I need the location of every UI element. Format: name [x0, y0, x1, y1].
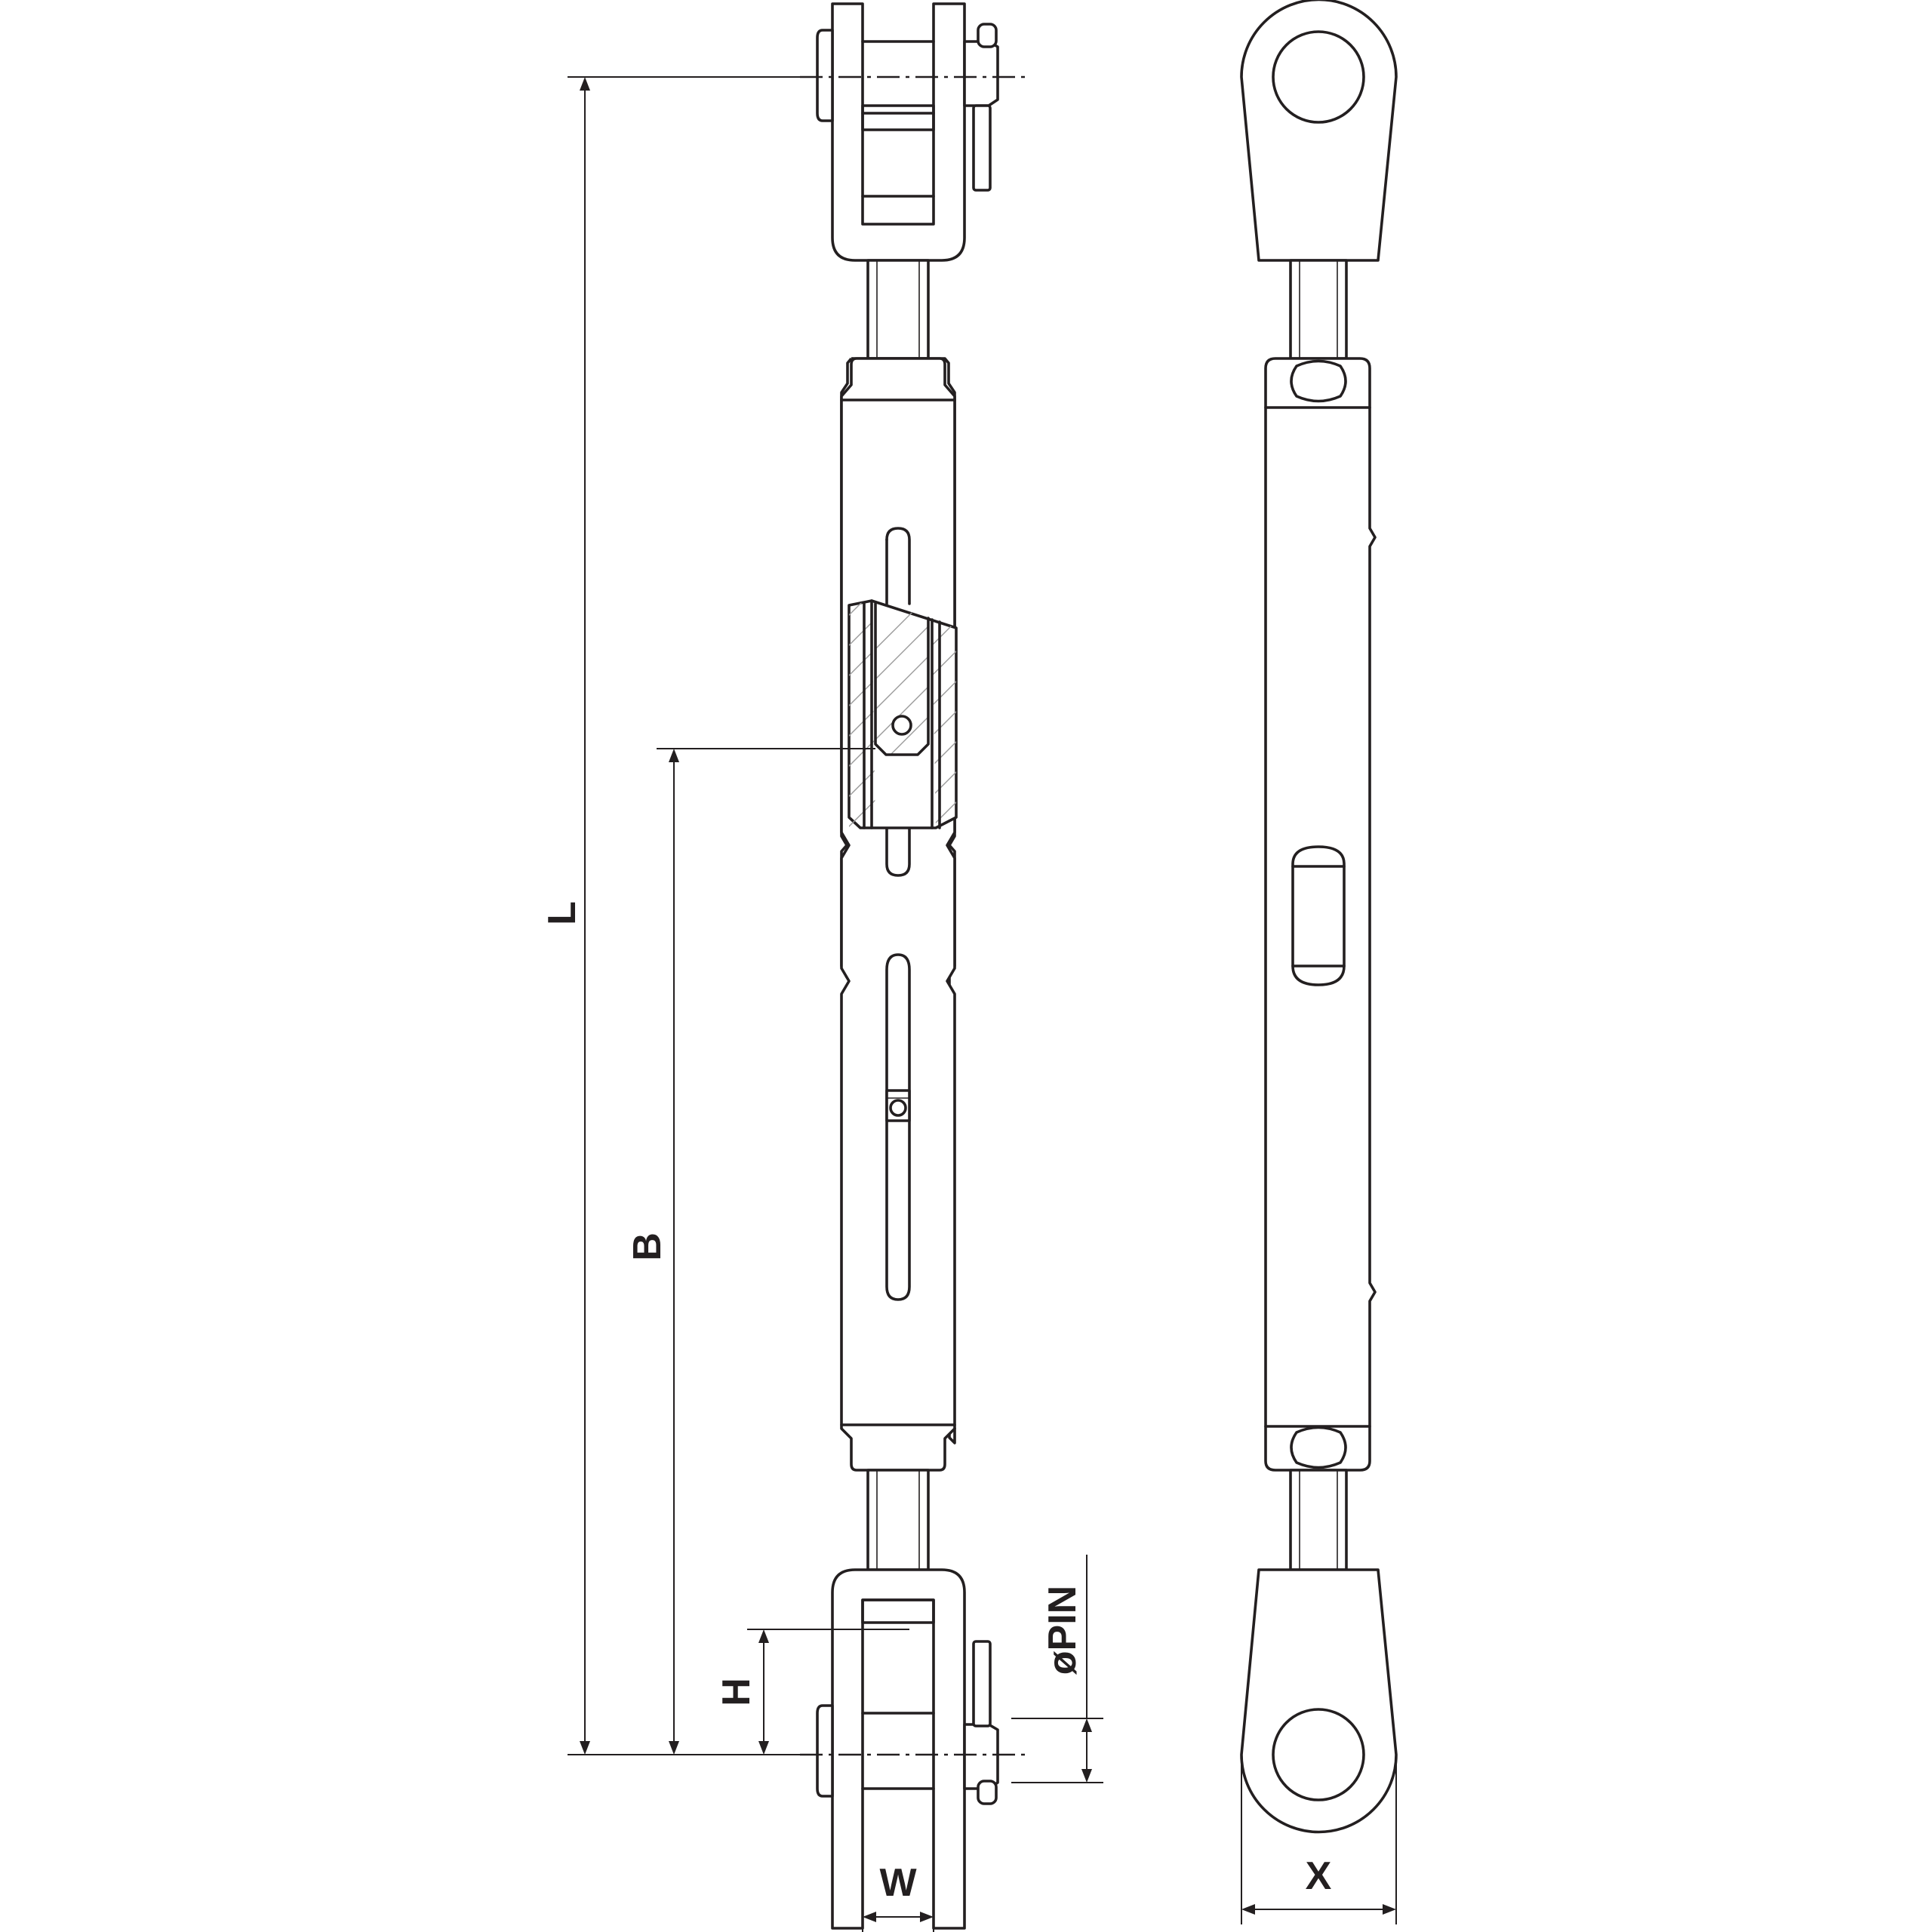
- dimension-B: [657, 748, 875, 1755]
- top-fork-jaw: [816, 2, 999, 262]
- dimension-W: [862, 1789, 934, 1932]
- bottom-threaded-rod: [866, 1469, 930, 1571]
- turnbuckle-side-view: [1240, 0, 1398, 1834]
- dimension-X-label: X: [1306, 1854, 1332, 1898]
- dimension-B-label: B: [626, 1232, 669, 1261]
- bottom-pin-end: [963, 1723, 999, 1790]
- top-pin-head: [816, 29, 834, 122]
- bottom-fork-jaw: [816, 1568, 999, 1930]
- top-threaded-rod: [866, 259, 930, 360]
- top-pin-end: [963, 40, 999, 107]
- dimension-PIN: [1011, 1555, 1103, 1783]
- dimension-W-label: W: [879, 1861, 917, 1905]
- dimension-L-label: L: [540, 901, 584, 925]
- upper-slot: [885, 527, 911, 605]
- dimension-L: [568, 76, 800, 1755]
- dimension-PIN-label: øPIN: [1041, 1586, 1084, 1675]
- turnbuckle-front-view: [800, 2, 1026, 1930]
- dimension-H: [747, 1629, 909, 1755]
- bottom-pin-head: [816, 1704, 834, 1798]
- top-cotter-pin: [972, 104, 992, 192]
- section-cutaway: [848, 599, 958, 829]
- lower-slot: [885, 953, 911, 1301]
- bottom-cotter-pin: [972, 1640, 992, 1727]
- dimension-H-label: H: [715, 1678, 758, 1706]
- dimension-X: [1241, 1758, 1397, 1924]
